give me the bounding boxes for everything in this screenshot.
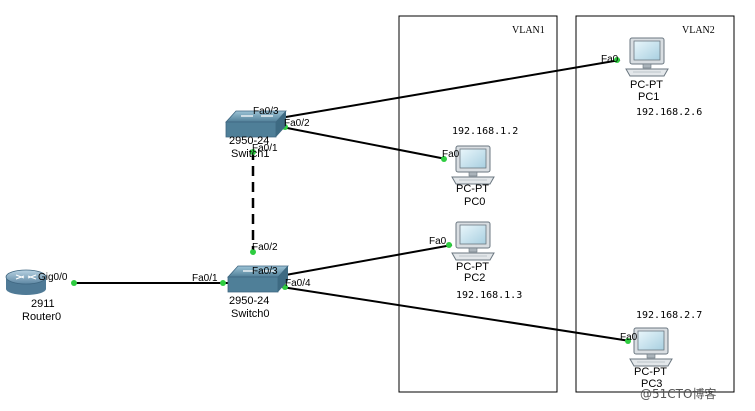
switch1[interactable]: 2950-24 Switch1 [225,110,287,160]
pc3-port-fa0: Fa0 [620,332,638,343]
vlan1-label: VLAN1 [512,25,545,36]
pc0-name: PC0 [464,196,485,208]
pc3-name: PC3 [641,378,662,390]
switch0-name: Switch0 [231,308,270,320]
watermark: @51CTO博客 [640,386,716,401]
pc1-port-fa0: Fa0 [601,54,619,65]
pc1-type: PC-PT [630,79,663,91]
pc2-type: PC-PT [456,261,489,273]
router0[interactable]: 2911 Router0 [5,269,61,323]
vlan1-box [398,15,558,393]
switch0-port-fa04: Fa0/4 [285,278,311,289]
pc1-ip: 192.168.2.6 [636,107,702,118]
router0-name: Router0 [22,311,61,323]
link-switch0-pc3[interactable] [281,286,631,342]
pc3-ip: 192.168.2.7 [636,310,702,321]
link-switch1-pc1[interactable] [279,59,621,119]
vlan2-label: VLAN2 [682,25,715,36]
pc0[interactable]: PC-PT PC0 [451,145,495,208]
vlan2-box [575,15,735,393]
pc2-name: PC2 [464,272,485,284]
link-switch0-pc2[interactable] [279,244,453,277]
switch0-port-fa03: Fa0/3 [252,266,278,277]
switch1-model: 2950-24 [229,135,269,147]
switch-icon [225,110,287,138]
router-icon [5,269,47,295]
switch0-model: 2950-24 [229,295,269,307]
port-dots [71,57,631,344]
router0-model: 2911 [31,298,55,310]
pc3-type: PC-PT [634,366,667,378]
pc0-ip: 192.168.1.2 [452,126,518,137]
pc1[interactable]: PC-PT PC1 [625,37,669,103]
pc0-type: PC-PT [456,183,489,195]
pc-icon [451,221,495,261]
pc2-ip: 192.168.1.3 [456,290,522,301]
switch-icon [227,265,289,293]
switch1-port-fa01: Fa0/1 [252,143,278,154]
pc2[interactable]: PC-PT PC2 [451,221,495,284]
switch1-port-fa03: Fa0/3 [253,106,279,117]
link-switch1-pc0[interactable] [281,126,447,160]
pc2-port-fa0: Fa0 [429,236,447,247]
pc3[interactable]: PC-PT PC3 [629,327,673,390]
pc1-name: PC1 [638,91,659,103]
pc0-port-fa0: Fa0 [442,149,460,160]
router0-port-gig00: Gig0/0 [38,272,68,283]
switch0-port-fa01: Fa0/1 [192,273,218,284]
switch1-name: Switch1 [231,148,270,160]
switch0[interactable]: 2950-24 Switch0 [227,265,289,320]
pc-icon [625,37,669,77]
switch0-port-fa02: Fa0/2 [252,242,278,253]
switch1-port-fa02: Fa0/2 [284,118,310,129]
